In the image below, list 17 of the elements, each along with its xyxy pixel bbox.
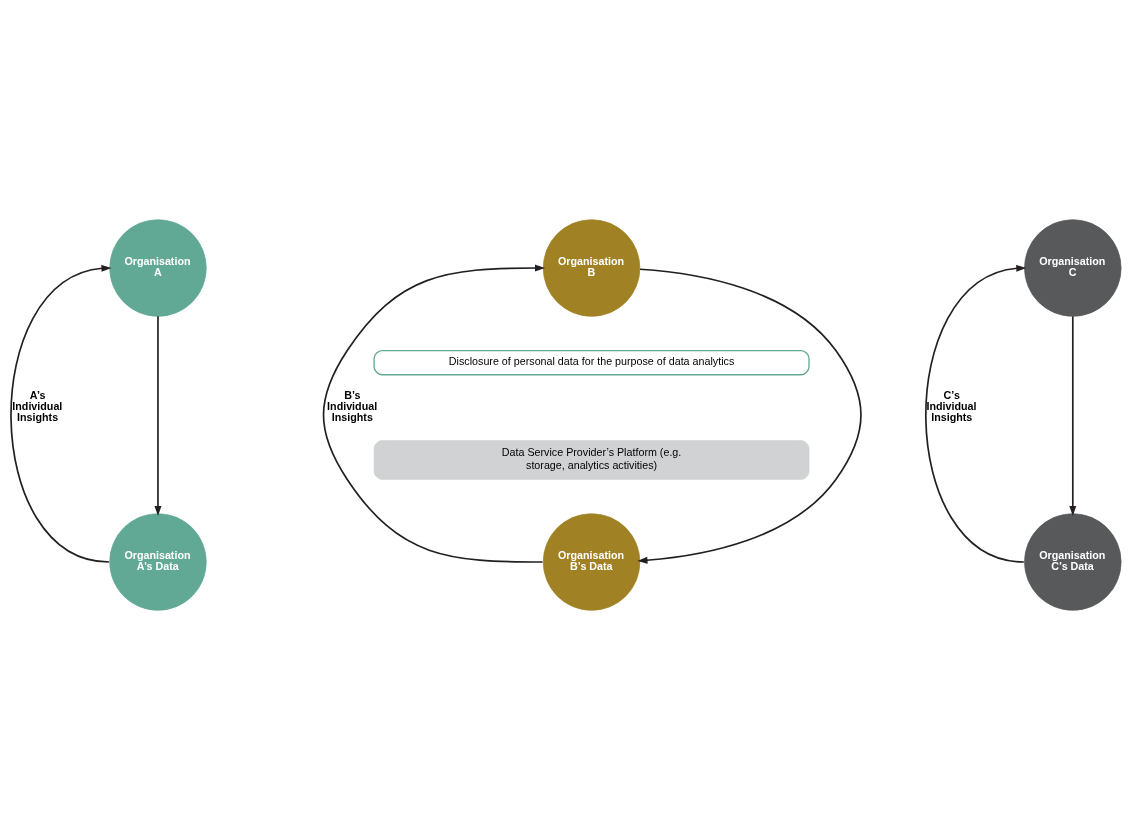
- node-box: Disclosure of personal data for the purpose of data analytics: [373, 349, 810, 376]
- node-circle: Organisation C: [1024, 219, 1122, 317]
- arrow: [925, 264, 1027, 563]
- edge-label: A’s Individual Insights: [12, 389, 63, 423]
- node-circle: Organisation A’s Data: [109, 513, 207, 611]
- arrow: [154, 315, 162, 516]
- arrow: [1069, 315, 1077, 516]
- arrow: [637, 268, 862, 564]
- node-box: Data Service Provider’s Platform (e.g. storage, analytics activities): [373, 440, 810, 480]
- arrow: [322, 264, 546, 563]
- arrow: [10, 264, 112, 563]
- edge-label: C’s Individual Insights: [926, 389, 977, 423]
- node-circle: Organisation C’s Data: [1024, 513, 1122, 611]
- node-circle: Organisation B’s Data: [542, 513, 641, 611]
- edge-label: B’s Individual Insights: [327, 389, 378, 423]
- node-circle: Organisation B: [542, 219, 641, 317]
- node-circle: Organisation A: [109, 219, 207, 317]
